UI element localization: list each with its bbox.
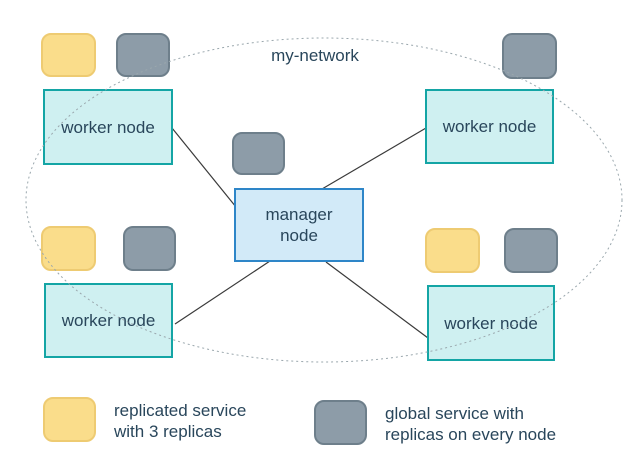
global-service-icon [123, 226, 176, 271]
global-service-icon [116, 33, 170, 77]
global-service-icon [504, 228, 558, 273]
replicated-service-icon [41, 226, 96, 271]
worker-node-label: worker node [61, 117, 155, 137]
connector-manager-worker-top-right [321, 127, 427, 190]
legend-label-global: global service with replicas on every no… [385, 404, 557, 444]
global-service-icon [314, 400, 367, 445]
legend-item-global-service: global service with replicas on every no… [314, 400, 556, 445]
worker-node-bottom-left: worker node [44, 283, 173, 358]
replicated-service-icon [43, 397, 96, 442]
legend-label-replicated: replicated service with 3 replicas [114, 401, 247, 441]
replicated-service-icon [41, 33, 96, 77]
network-label: my-network [271, 46, 359, 65]
replicated-service-icon [425, 228, 480, 273]
legend-item-replicated-service: replicated service with 3 replicas [43, 397, 246, 442]
global-service-icon [232, 132, 285, 175]
worker-node-bottom-right: worker node [427, 285, 555, 361]
connector-manager-worker-bottom-left [174, 260, 271, 325]
manager-node: manager node [234, 188, 364, 262]
worker-node-label: worker node [444, 313, 538, 333]
worker-node-top-right: worker node [425, 89, 554, 164]
worker-node-label: worker node [61, 311, 156, 330]
connector-manager-worker-top-left [171, 127, 237, 208]
worker-node-top-left: worker node [43, 89, 173, 165]
connector-manager-worker-bottom-right [325, 261, 429, 339]
global-service-icon [502, 33, 557, 79]
manager-node-label: manager node [265, 205, 333, 245]
worker-node-label: worker node [442, 117, 537, 136]
